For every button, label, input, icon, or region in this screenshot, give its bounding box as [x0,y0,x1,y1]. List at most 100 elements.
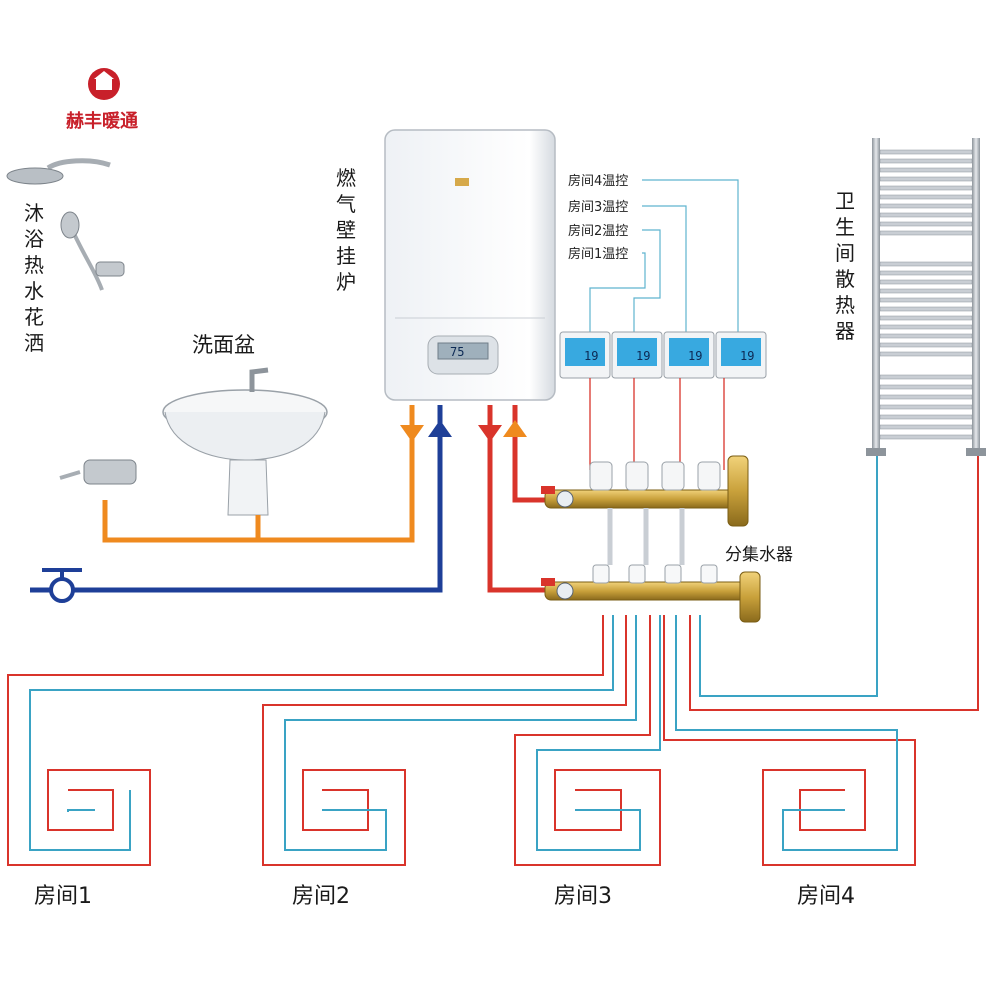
radiator-bar [879,424,973,430]
supply-gauge-icon [556,490,574,508]
radiator-label-char: 卫 [835,189,855,213]
radiator-bar [879,176,973,182]
supply-ball-valve-icon [541,486,555,494]
thermostat-reading: 19 [584,349,598,363]
return-manifold-bar [544,581,746,601]
thermostat-label-room4: 房间4温控 [568,173,628,189]
signal-line-room3 [642,205,687,332]
shower-label-char: 沐 [24,201,44,225]
manifold-label: 分集水器 [725,545,793,565]
thermostat-reading: 19 [740,349,754,363]
thermostat-label-room1: 房间1温控 [568,246,628,262]
return-gauge-icon [556,582,574,600]
radiator-bar [879,384,973,390]
radiator-bar [879,374,973,380]
boiler-label-char: 壁 [336,218,356,242]
flow-meters [592,564,718,584]
brand-logo-text: 赫丰暖通 [66,110,138,132]
radiator-bar [879,394,973,400]
thermostat-screen [617,338,657,366]
basin-body [164,411,326,461]
manifold-connection-pipes [607,508,685,565]
radiator-bar [879,414,973,420]
radiator-left-rail [872,138,880,450]
down-arrow-icon [400,425,424,442]
thermostat-signal-lines [589,179,739,332]
shower-slide-bracket [95,261,125,277]
thermostat-reading: 19 [636,349,650,363]
boiler-label-char: 挂 [336,244,356,268]
radiator-left-foot [866,448,886,456]
thermostat-screen [565,338,605,366]
supply-to-return-manifold [487,405,555,593]
domestic-hot-water-pipes [102,405,415,543]
radiator-bar [879,194,973,200]
up-arrow-icon [428,420,452,437]
boiler-badge [455,178,469,186]
shower-label-char: 花 [24,305,44,329]
towel-radiator [866,138,986,456]
thermostat-labels: 房间4温控 房间3温控 房间2温控 房间1温控 [568,173,628,262]
room2-supply-loop [262,615,627,866]
boiler-label-char: 燃 [336,166,356,190]
radiator-bar [879,434,973,440]
room3-return-loop [536,615,661,851]
room4-label: 房间4 [797,884,855,909]
thermostat-room3[interactable]: 19 [663,331,715,379]
wash-basin [162,367,328,516]
room1-return-loop [29,615,614,851]
signal-line-room1 [589,252,646,332]
radiator-bar [879,212,973,218]
house-logo-roof [94,71,114,79]
radiator-bar [879,404,973,410]
radiator-label-char: 热 [835,293,855,317]
actuator-heads [589,461,721,491]
cold-water-supply [30,405,443,593]
radiator-bar [879,288,973,294]
thermostat-wires [589,378,725,470]
thermostat-room1[interactable]: 19 [559,331,611,379]
thermostat-room4[interactable]: 19 [715,331,767,379]
room4-supply-loop [663,615,916,866]
radiator-bar [879,333,973,339]
radiator-bar [879,324,973,330]
boiler-label: 燃 气 壁 挂 炉 [336,166,356,294]
thermostat-screen [721,338,761,366]
shower-label: 沐 浴 热 水 花 洒 [24,201,44,355]
supply-manifold-bar [544,489,746,509]
thermostat-label-room3: 房间3温控 [568,199,628,215]
return-from-manifold [512,405,555,503]
thermostat-room2[interactable]: 19 [611,331,663,379]
towel-radiator-label: 卫 生 间 散 热 器 [835,189,855,343]
shower-mixer-valve [83,459,137,485]
house-logo-shape [96,78,112,90]
signal-line-room4 [642,179,739,332]
radiator-bar [879,351,973,357]
shower-label-char: 热 [24,253,44,277]
radiator-bar [879,315,973,321]
floor-heating-loops [7,456,979,866]
radiator-label-char: 生 [835,215,855,239]
room3-supply-loop [514,615,661,866]
up-arrow-icon [503,420,527,437]
shower-label-char: 水 [24,279,44,303]
radiator-bar [879,185,973,191]
manifold-assembly [541,455,761,623]
radiator-bar [879,270,973,276]
signal-line-room2 [633,229,661,332]
radiator-right-foot [966,448,986,456]
room2-return-loop [284,615,637,851]
shower-label-char: 洒 [24,331,44,355]
basin-pedestal [227,459,269,516]
room1-inner-loop [67,809,95,812]
radiator-return-line [699,456,878,697]
room4-return-loop [675,615,898,851]
boiler-label-char: 炉 [336,270,356,294]
thermostat-label-room2: 房间2温控 [568,223,628,239]
shower-fixture [6,158,137,500]
radiator-bar [879,342,973,348]
drain-valve-icon [739,571,761,623]
down-arrow-icon [478,425,502,442]
